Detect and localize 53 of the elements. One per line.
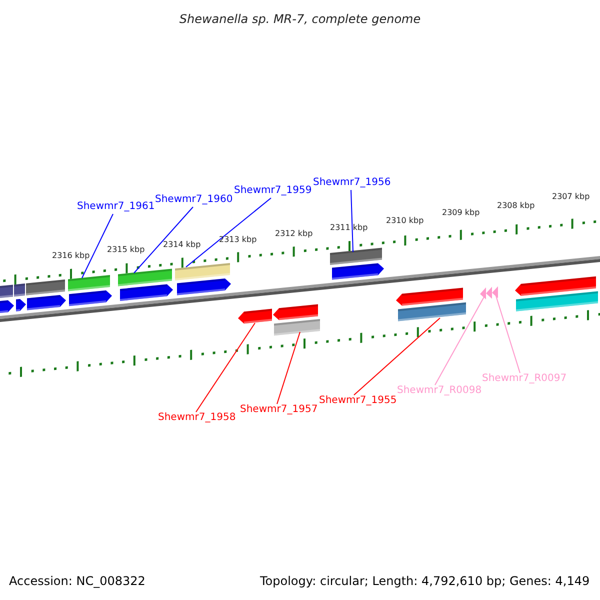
gene-label: Shewmr7_R0098 [397, 385, 482, 397]
gene-feature [515, 276, 596, 296]
gene-feature [69, 290, 112, 306]
gene-feature [68, 275, 110, 292]
footer-text: Topology: circular; Length: 4,792,610 bp; Genes: 4,149 [260, 574, 590, 588]
gene-feature [16, 299, 26, 312]
gene-label: Shewmr7_1960 [155, 194, 233, 206]
scale-label: 2313 kbp [219, 235, 257, 245]
gene-feature [175, 263, 230, 280]
scale-label: 2307 kbp [552, 192, 590, 202]
gene-feature [330, 248, 382, 265]
leader-line [276, 332, 300, 404]
gene-feature [26, 280, 65, 296]
scale-label: 2314 kbp [163, 240, 201, 250]
leader-line [196, 322, 256, 412]
gene-label: Shewmr7_1956 [313, 177, 391, 189]
gene-feature [238, 308, 272, 324]
gene-label: Shewmr7_1961 [77, 201, 155, 213]
gene-feature [480, 287, 486, 300]
leader-line [134, 206, 194, 274]
gene-feature [486, 286, 492, 299]
scale-label: 2316 kbp [52, 251, 90, 261]
gene-feature [274, 319, 320, 336]
gene-feature [273, 304, 318, 320]
gene-label: Shewmr7_1957 [240, 404, 318, 416]
gene-feature [398, 302, 466, 322]
scale-label: 2308 kbp [497, 201, 535, 211]
gene-label: Shewmr7_R0097 [482, 373, 567, 385]
gene-label: Shewmr7_1958 [158, 412, 236, 424]
footer-text: Accession: NC_008322 [9, 574, 146, 588]
gene-feature [120, 284, 173, 301]
gene-feature [332, 263, 384, 280]
gene-feature [14, 284, 25, 297]
title: Shewanella sp. MR-7, complete genome [178, 11, 422, 28]
leader-line [496, 296, 520, 374]
gene-feature [492, 286, 498, 298]
gene-label: Shewmr7_1955 [319, 395, 397, 407]
gene-feature [0, 284, 13, 298]
leader-line [434, 296, 484, 386]
gene-feature [0, 300, 14, 313]
leader-line [350, 190, 354, 252]
gene-feature [396, 288, 463, 306]
gene-feature [516, 291, 598, 312]
scale-label: 2312 kbp [275, 229, 313, 239]
gene-label: Shewmr7_1959 [234, 185, 312, 197]
leader-line [186, 198, 272, 268]
leader-line [82, 214, 114, 278]
scale-label: 2310 kbp [386, 216, 424, 226]
gene-feature [177, 278, 231, 296]
scale-label: 2315 kbp [107, 245, 145, 255]
scale-label: 2309 kbp [442, 208, 480, 218]
scale-label: 2311 kbp [330, 223, 368, 233]
gene-feature [118, 268, 172, 286]
